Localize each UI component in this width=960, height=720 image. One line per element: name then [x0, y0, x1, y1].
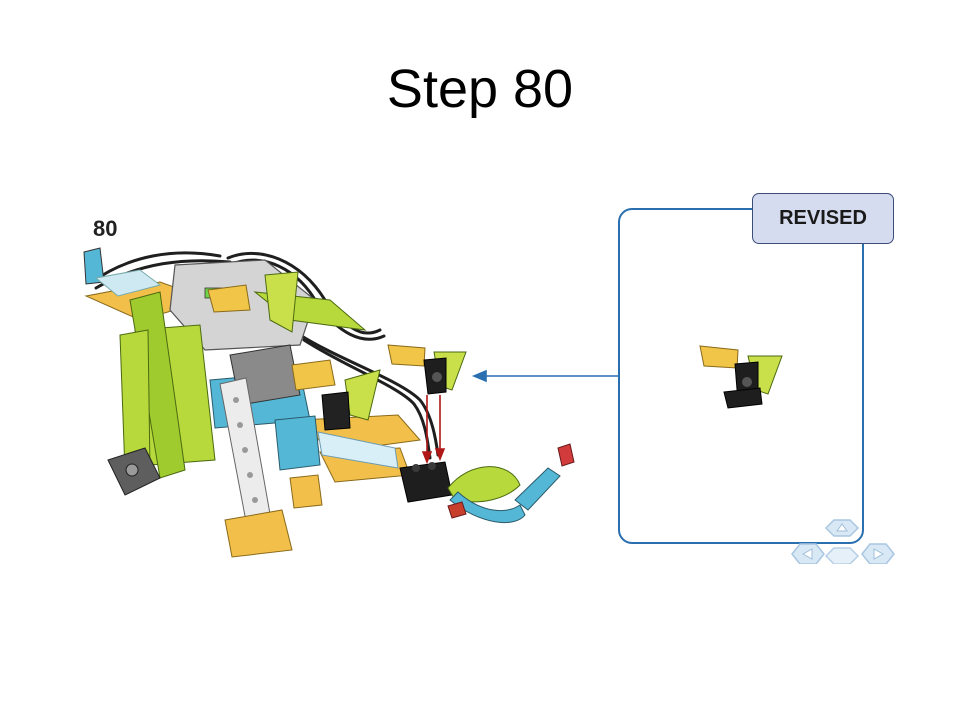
arrow-left-icon[interactable] [791, 543, 825, 564]
arrow-right-icon[interactable] [861, 543, 895, 564]
lime-wedge-top-a [264, 271, 299, 333]
slide-title: Step 80 [386, 59, 574, 119]
placement-arrows [421, 395, 446, 465]
black-brick-stud-a [412, 464, 420, 472]
black-brick-target [399, 461, 453, 503]
new-part-floating [387, 344, 467, 395]
azure-body-block-2 [274, 415, 321, 471]
yellow-foot-right [224, 509, 293, 558]
arrow-up-icon[interactable] [824, 519, 860, 537]
azure-head-arm [514, 467, 561, 511]
callout-pointer-arrow [471, 369, 618, 383]
revised-badge: REVISED [752, 193, 894, 244]
black-brick-stud-b [428, 462, 436, 470]
yellow-wedge-top-b [207, 284, 251, 313]
yellow-foot-mid [289, 474, 323, 509]
azure-neck-link [449, 491, 526, 524]
red-connector-small [447, 501, 467, 519]
callout-part-image [699, 345, 783, 409]
lime-head-curve [447, 466, 521, 503]
gray-wheel-hub [125, 463, 139, 477]
trans-clear-plate [94, 269, 162, 297]
trans-clear-link [317, 431, 399, 469]
yellow-wedge-mid [291, 359, 336, 391]
red-axle-tip [557, 443, 575, 467]
part-callout-box [618, 208, 864, 544]
black-bracket-body [321, 391, 351, 431]
step-number: 80 [93, 216, 118, 241]
nav-center-hex [824, 547, 860, 564]
hex-navigation [791, 519, 895, 564]
lime-wedge-mid [344, 369, 381, 421]
